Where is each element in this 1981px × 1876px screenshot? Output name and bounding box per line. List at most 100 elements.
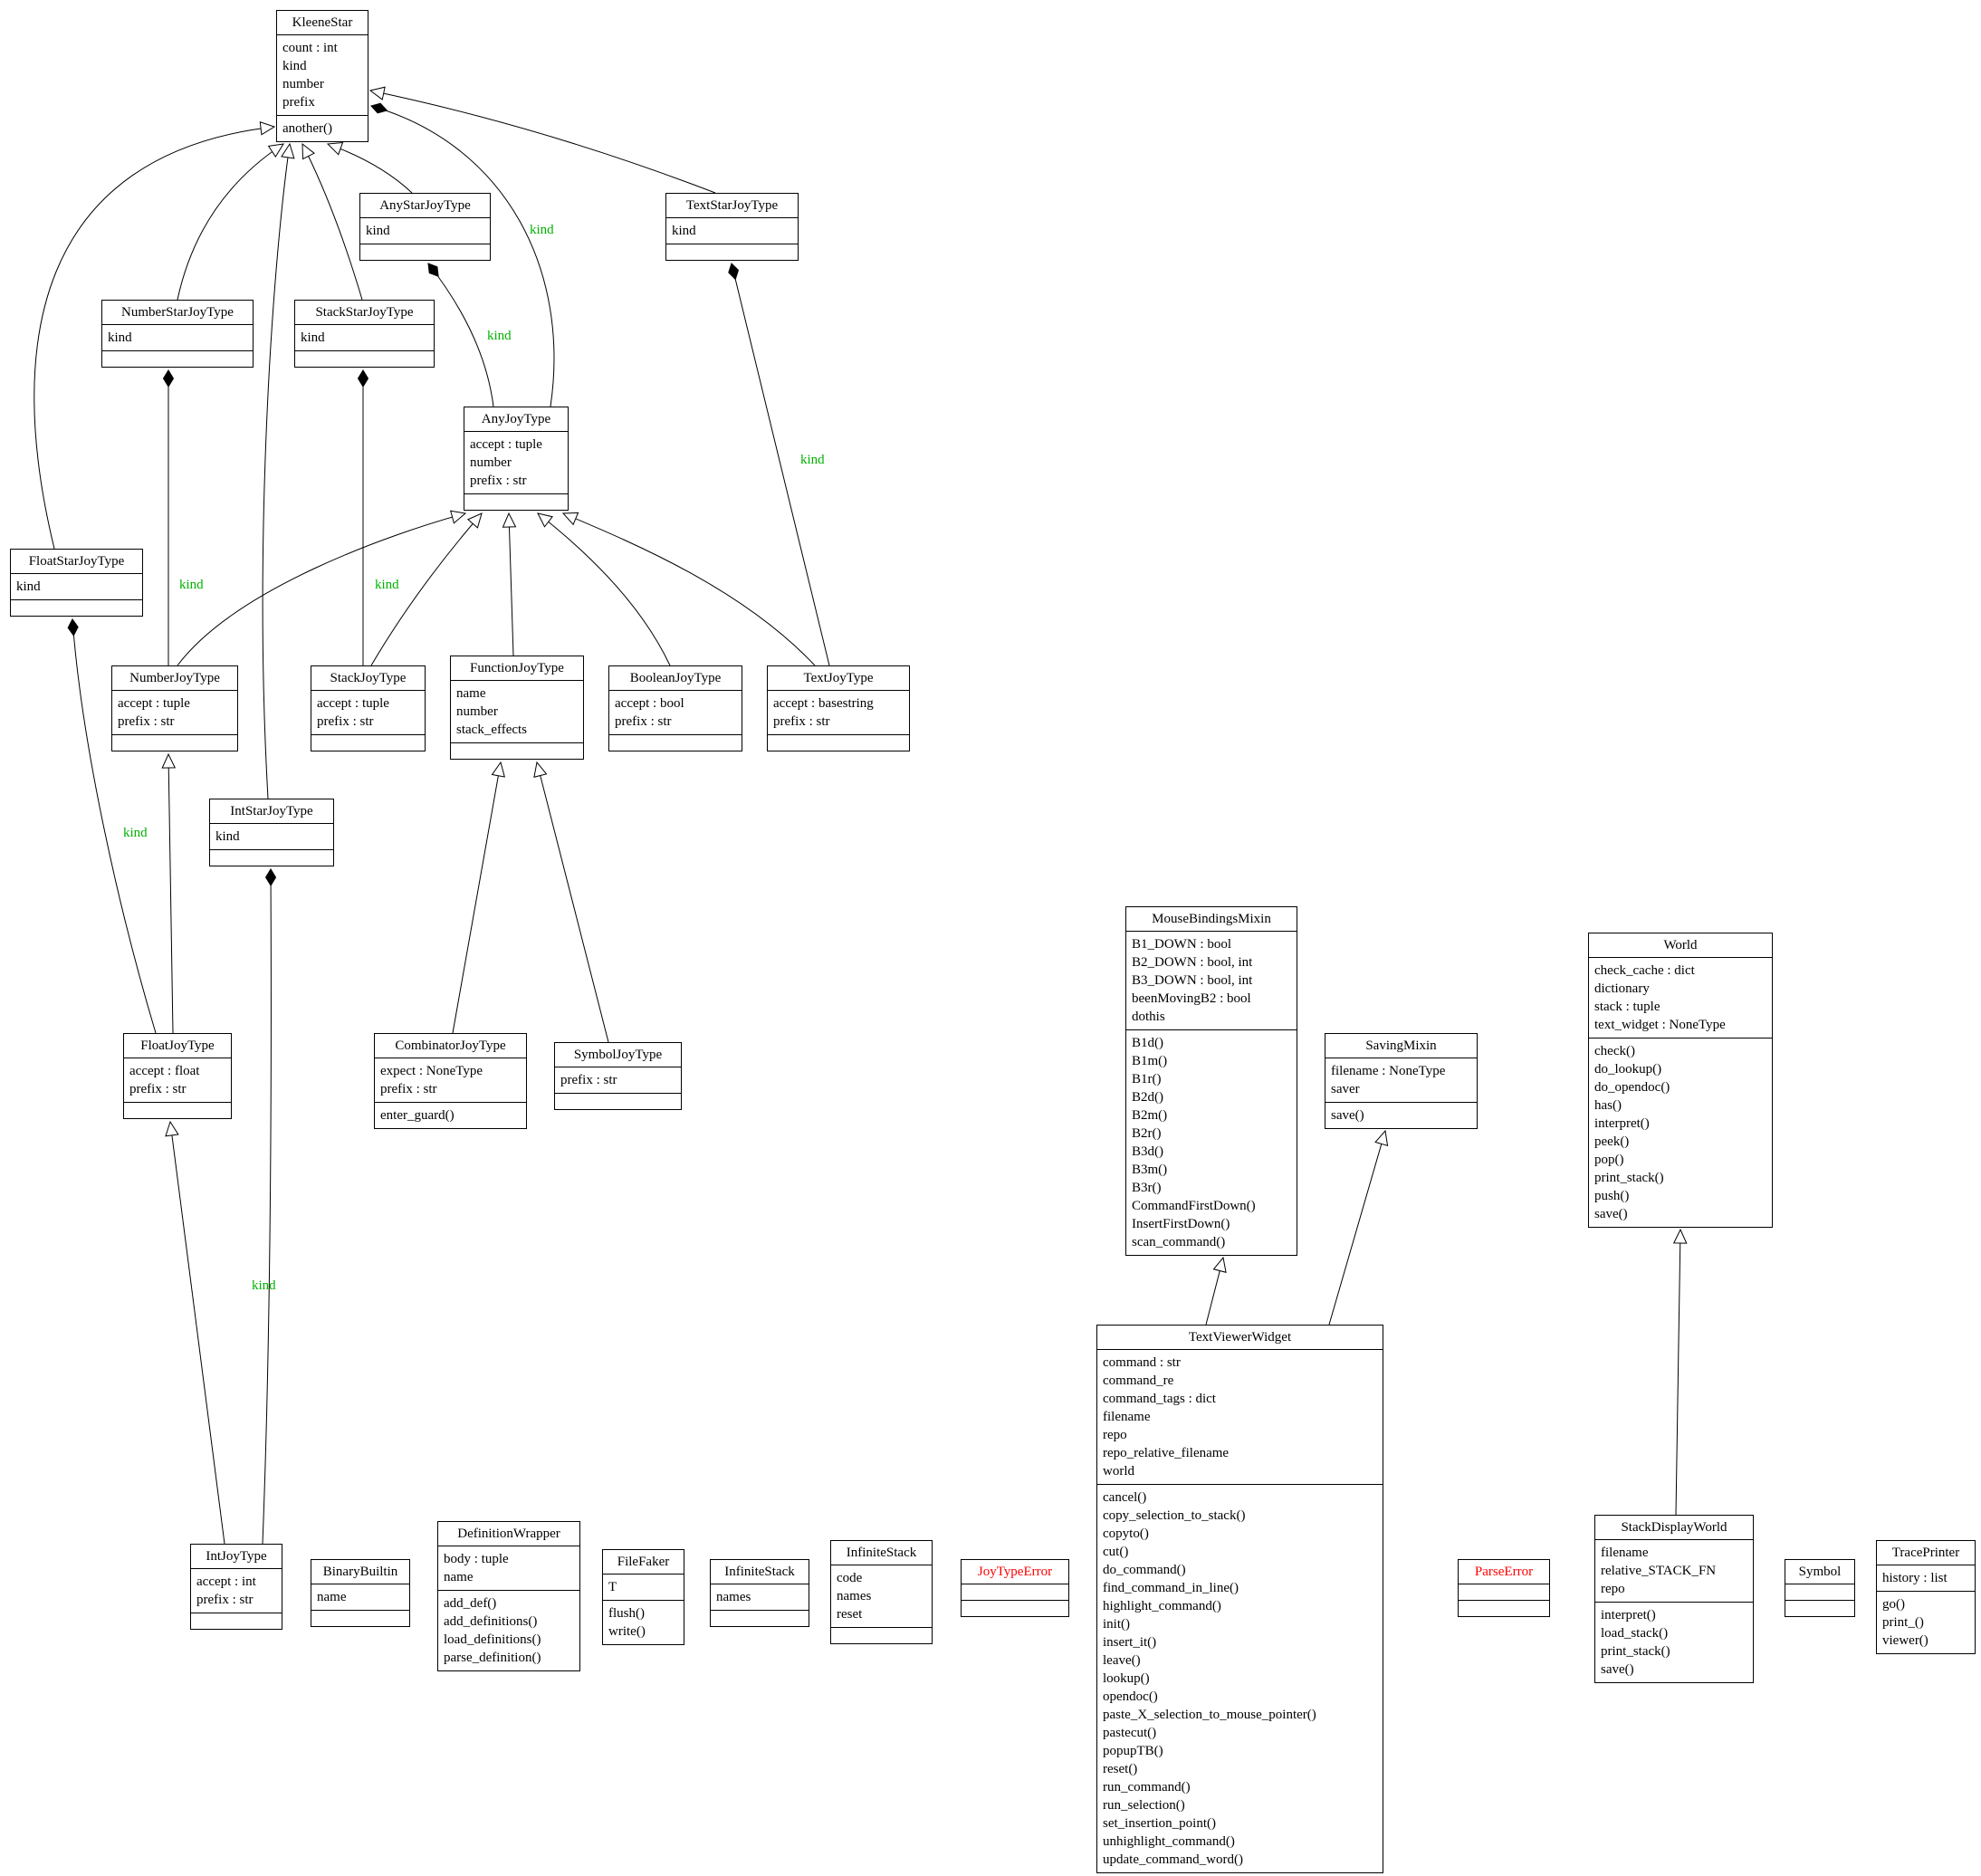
method-item: scan_command() [1132,1235,1226,1249]
method-item: peek() [1594,1134,1630,1149]
methods-compartment-StackDisplayWorld: interpret()load_stack()print_stack()save… [1595,1602,1753,1682]
edge-NumberJoyType-to-NumberStarJoyType-kind-label: kind [179,578,204,592]
methods-compartment-SymbolJoyType [555,1093,681,1109]
methods-compartment-SavingMixin: save() [1325,1102,1477,1128]
class-name-InfiniteStack2: InfiniteStack [846,1546,917,1560]
edge-StackDisplayWorld-to-World-inherit [1672,1228,1688,1516]
class-name-SymbolJoyType: SymbolJoyType [573,1048,663,1062]
attribute-item: prefix : str [380,1082,437,1096]
method-item: pop() [1594,1153,1624,1167]
class-name-IntStarJoyType: IntStarJoyType [230,804,313,818]
method-item: run_selection() [1103,1798,1185,1813]
methods-compartment-FloatJoyType [124,1102,231,1118]
method-item: B3d() [1132,1144,1163,1159]
edge-CombinatorJoyType-to-FunctionJoyType-inherit [452,761,505,1034]
attribute-item: prefix : str [118,714,175,729]
edge-AnyStarJoyType-to-KleeneStar-inherit [326,141,413,194]
attributes-compartment-JoyTypeError [962,1584,1068,1600]
methods-compartment-NumberStarJoyType [102,350,253,367]
methods-compartment-KleeneStar: another() [277,115,368,141]
attributes-compartment-FileFaker: T [603,1574,684,1600]
edge-IntStarJoyType-to-KleeneStar-inherit [262,142,295,799]
attribute-item: reset [837,1607,863,1622]
methods-compartment-StackStarJoyType [295,350,434,367]
attribute-item: beenMovingB2 : bool [1132,991,1251,1006]
method-item: load_definitions() [444,1632,541,1647]
attributes-compartment-FloatStarJoyType: kind [11,573,142,599]
method-item: do_command() [1103,1563,1186,1577]
attribute-item: T [608,1580,617,1594]
attributes-compartment-SymbolJoyType: prefix : str [555,1067,681,1093]
class-name-NumberStarJoyType: NumberStarJoyType [121,305,234,320]
edge-AnyJoyType-to-KleeneStar-kind-label: kind [530,223,554,237]
attribute-item: prefix : str [317,714,374,729]
attribute-item: kind [672,224,696,238]
attribute-item: name [456,686,486,701]
method-item: B3r() [1132,1181,1162,1195]
edge-FloatJoyType-to-NumberJoyType-inherit [161,752,177,1034]
method-item: print_() [1882,1615,1924,1630]
attribute-item: text_widget : NoneType [1594,1018,1726,1032]
attribute-item: prefix : str [615,714,672,729]
attribute-item: count : int [282,41,338,55]
class-name-World: World [1663,938,1698,952]
attribute-item: accept : tuple [118,696,190,711]
edge-BooleanJoyType-to-AnyJoyType-inherit [537,512,671,666]
method-item: another() [282,121,332,136]
method-item: save() [1594,1207,1628,1221]
attribute-item: kind [282,59,307,73]
attribute-item: expect : NoneType [380,1064,483,1078]
class-name-AnyStarJoyType: AnyStarJoyType [379,198,471,213]
method-item: load_stack() [1601,1626,1669,1641]
class-box-JoyTypeError: JoyTypeError [961,1559,1069,1617]
methods-compartment-FunctionJoyType [451,742,583,759]
method-item: cut() [1103,1545,1129,1559]
method-item: flush() [608,1606,645,1621]
attributes-compartment-StackStarJoyType: kind [295,324,434,350]
attributes-compartment-NumberJoyType: accept : tuple prefix : str [112,690,237,734]
methods-compartment-InfiniteStack1 [711,1610,809,1626]
methods-compartment-ParseError [1459,1600,1549,1616]
attribute-item: repo [1601,1582,1625,1596]
class-name-MouseBindingsMixin: MouseBindingsMixin [1152,912,1271,926]
edge-TextJoyType-to-TextStarJoyType-kind [728,263,830,666]
attribute-item: prefix : str [196,1593,254,1607]
attributes-compartment-TracePrinter: history : list [1877,1565,1975,1591]
attribute-item: names [716,1590,751,1604]
attribute-item: saver [1331,1082,1360,1096]
attributes-compartment-BinaryBuiltin: name [311,1584,409,1610]
edge-TextJoyType-to-AnyJoyType-inherit [561,512,816,666]
class-name-SavingMixin: SavingMixin [1365,1038,1437,1053]
method-item: enter_guard() [380,1108,455,1123]
edge-FunctionJoyType-to-AnyJoyType-inherit [502,512,517,656]
method-item: do_opendoc() [1594,1080,1670,1095]
attribute-item: command_re [1103,1374,1174,1388]
method-item: lookup() [1103,1671,1150,1686]
edge-NumberJoyType-to-AnyJoyType-inherit [177,510,467,666]
class-name-FloatJoyType: FloatJoyType [140,1038,215,1053]
method-item: interpret() [1601,1608,1656,1622]
class-name-ParseError: ParseError [1474,1565,1534,1579]
attribute-item: prefix [282,95,315,110]
method-item: popupTB() [1103,1744,1163,1758]
method-item: has() [1594,1098,1622,1113]
edge-TextViewerWidget-to-SavingMixin-inherit [1328,1129,1389,1326]
method-item: CommandFirstDown() [1132,1199,1256,1213]
class-name-DefinitionWrapper: DefinitionWrapper [457,1527,560,1541]
class-name-BinaryBuiltin: BinaryBuiltin [322,1565,398,1579]
attribute-item: filename [1601,1546,1649,1560]
edge-TextStarJoyType-to-KleeneStar-inherit [368,86,716,194]
attribute-item: dothis [1132,1010,1165,1024]
